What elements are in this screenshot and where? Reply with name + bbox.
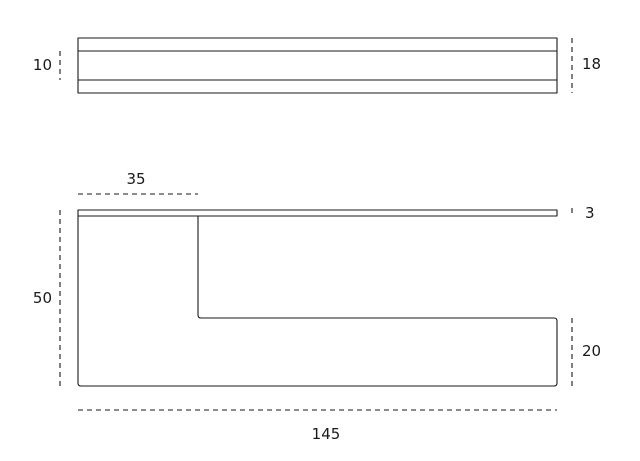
dim-label-total-height: 50 bbox=[33, 289, 52, 307]
dim-label-total-length: 145 bbox=[312, 425, 341, 443]
top-view: 10 18 bbox=[33, 37, 601, 94]
dim-label-grip-length: 35 bbox=[126, 170, 145, 188]
dim-label-lever-height: 20 bbox=[582, 342, 601, 360]
dim-label-inner-thickness: 10 bbox=[33, 56, 52, 74]
side-view: 35 3 50 20 145 bbox=[33, 170, 601, 443]
lever-body bbox=[77, 216, 558, 387]
dim-label-total-thickness: 18 bbox=[582, 55, 601, 73]
dim-label-plate-thickness: 3 bbox=[585, 204, 595, 222]
rose-plate bbox=[77, 209, 558, 217]
top-view-outline bbox=[77, 37, 558, 94]
